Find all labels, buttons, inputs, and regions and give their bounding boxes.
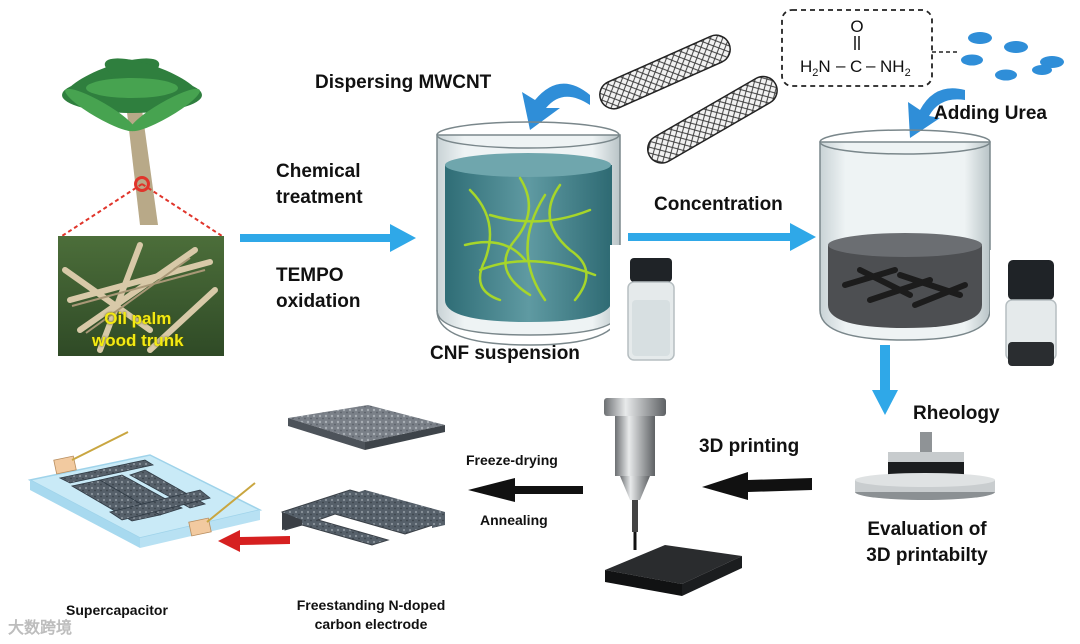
label-freestanding-electrode: Freestanding N-doped carbon electrode	[296, 597, 446, 632]
urea-molecules-icon	[961, 32, 1064, 81]
mwcnt-cnf-dispersion-icon	[842, 267, 968, 308]
label-rheology: Rheology	[913, 403, 1000, 424]
label-adding-urea: Adding Urea	[934, 103, 1047, 124]
porous-sheet-icon	[288, 405, 445, 450]
urea-oxygen: O	[850, 17, 863, 36]
label-chemical-treatment: Chemical treatment	[276, 161, 363, 208]
label-supercapacitor: Supercapacitor	[66, 602, 168, 618]
urea-carbon: C	[850, 57, 862, 76]
palm-tree-icon	[61, 58, 223, 237]
label-evaluation-printability: Evaluation of 3D printabilty	[866, 519, 988, 566]
arrow-supercapacitor	[218, 530, 290, 552]
urea-dash-2: –	[866, 56, 876, 75]
arrow-rheology-down	[872, 345, 898, 415]
label-cnf-suspension: CNF suspension	[430, 343, 580, 364]
arrow-adding-urea	[908, 88, 965, 138]
carbon-electrode-icon	[281, 489, 445, 546]
urea-dash-1: –	[836, 56, 846, 75]
beaker-concentrated	[819, 129, 991, 341]
urea-left: H2N	[800, 57, 831, 79]
printer-nozzle-icon	[604, 398, 666, 550]
arrow-concentration	[628, 223, 816, 251]
urea-right: NH2	[880, 57, 911, 79]
label-tempo-oxidation: TEMPO oxidation	[276, 265, 361, 312]
beaker-cnf	[436, 121, 621, 346]
label-freeze-drying: Freeze-drying	[466, 452, 558, 468]
arrow-3d-printing	[702, 472, 812, 500]
label-concentration: Concentration	[654, 194, 783, 215]
arrow-chemical-treatment	[240, 224, 416, 252]
wood-trunk-photo	[58, 236, 224, 356]
rheometer-icon	[855, 432, 995, 500]
vial-gel-photo	[990, 250, 1075, 375]
label-oil-palm: Oil palm wood trunk	[92, 309, 184, 350]
mwcnt-tubes-icon	[599, 34, 778, 164]
print-bed-icon	[605, 545, 742, 596]
vial-cnf-photo	[610, 245, 695, 370]
label-annealing: Annealing	[480, 512, 548, 528]
label-3d-printing: 3D printing	[699, 436, 800, 457]
watermark: 大数跨境	[8, 620, 73, 637]
urea-structure: O H2N – C – NH2	[781, 9, 960, 87]
arrow-dispersing	[522, 83, 590, 130]
arrow-freeze-drying	[468, 478, 583, 502]
supercapacitor-icon	[27, 431, 263, 548]
cnf-fibers-icon	[463, 176, 597, 302]
label-dispersing-mwcnt: Dispersing MWCNT	[315, 72, 492, 93]
